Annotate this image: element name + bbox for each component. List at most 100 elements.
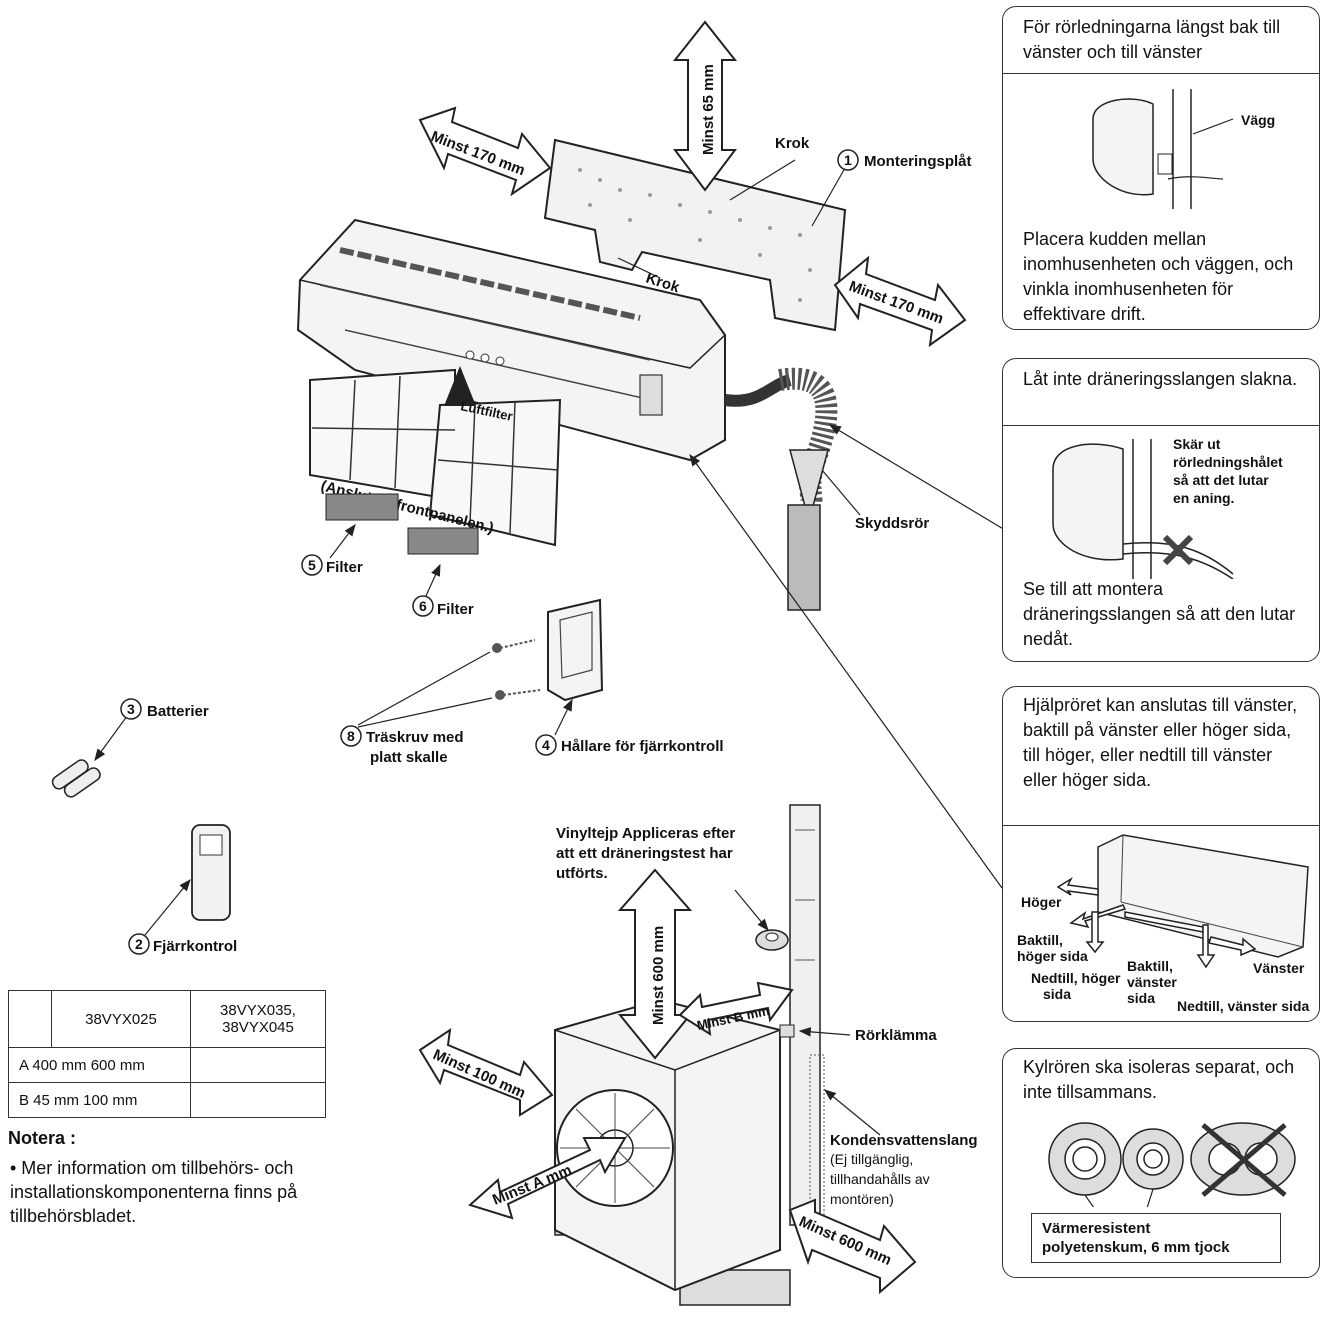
- rorklamma-label: Rörklämma: [855, 1027, 937, 1044]
- panel2-instructions: Se till att montera dräneringsslangen så…: [1023, 579, 1296, 649]
- krok-top-label: Krok: [775, 135, 810, 152]
- filter5-label: Filter: [326, 559, 363, 576]
- air-filters: [309, 368, 562, 547]
- vinyl-label-2: att ett dräneringstest har: [556, 845, 733, 862]
- remote-holder: [547, 598, 604, 702]
- num8-circle: [340, 725, 362, 747]
- num4: 4: [542, 737, 550, 753]
- min65-text: Minst 65 mm: [700, 64, 717, 155]
- panel3-baktill-vanster-2: vänster: [1127, 974, 1177, 990]
- kondens-sub-3: montören): [830, 1191, 894, 1207]
- panel-pipe-insulation: Kylrören ska isoleras separat, och inte …: [1002, 1048, 1320, 1278]
- note-title: Notera :: [8, 1128, 77, 1148]
- table-col1: 38VYX025: [51, 990, 191, 1048]
- vinyl-label-1: Vinyltejp Appliceras efter: [556, 825, 735, 842]
- kondens-leader: [824, 1089, 881, 1136]
- traskruv-label-1: Träskruv med: [366, 729, 464, 746]
- table-col2-line1: 38VYX035,: [220, 1002, 296, 1019]
- min600-right-arrow: [788, 1198, 917, 1295]
- panel3-divider: [1003, 825, 1319, 826]
- filter5-shape: [325, 493, 399, 521]
- filter5-leader: [329, 524, 356, 559]
- holder-leader: [554, 698, 573, 736]
- panel4-material-box: Värmeresistent polyetenskum, 6 mm tjock: [1031, 1213, 1281, 1263]
- panel-drain-hose: Låt inte dräneringsslangen slakna. Skär …: [1002, 358, 1320, 662]
- fjarrkontrol-label: Fjärrkontrol: [153, 938, 237, 955]
- leader-panel2: [828, 424, 1006, 531]
- table-row-b-empty: [190, 1082, 326, 1118]
- indoor-unit: [296, 218, 726, 462]
- kondens-sub-1: (Ej tillgänglig,: [830, 1151, 913, 1167]
- table-col2-line2: 38VYX045: [222, 1019, 294, 1036]
- screw-leader-2: [357, 697, 493, 728]
- vinyl-label-3: utförts.: [556, 865, 608, 882]
- num1: 1: [844, 152, 852, 168]
- filter6-leader: [424, 563, 441, 599]
- table-row-a-empty: [190, 1047, 326, 1083]
- num8: 8: [347, 728, 355, 744]
- panel2-heading: Låt inte dräneringsslangen slakna.: [1023, 369, 1298, 389]
- batteries: [51, 759, 101, 798]
- panel-rear-left-piping: För rörledningarna längst bak till vänst…: [1002, 6, 1320, 330]
- panel1-illustration: [1092, 89, 1234, 209]
- num2-circle: [128, 933, 150, 955]
- battery-leader: [94, 711, 131, 761]
- batterier-label: Batterier: [147, 703, 209, 720]
- min65-arrow: [672, 20, 738, 192]
- panel3-illustration: [1056, 834, 1309, 969]
- monteringsplat-label: Monteringsplåt: [864, 153, 972, 170]
- panel1-instructions: Placera kudden mellan inomhusenheten och…: [1023, 229, 1294, 324]
- panel1-vagg-label: Vägg: [1241, 112, 1276, 128]
- panel3-hoger: Höger: [1021, 894, 1062, 910]
- panel4-illustration: [1048, 1122, 1296, 1207]
- hallare-label: Hållare för fjärrkontroll: [561, 738, 724, 755]
- remote-leader: [144, 879, 191, 936]
- num2: 2: [135, 936, 143, 952]
- leader-panel3: [689, 454, 1003, 889]
- num5-circle: [301, 554, 323, 576]
- panel2-cut-1: Skär ut: [1173, 436, 1221, 452]
- skyddsror-leader: [821, 469, 861, 516]
- skyddsror-label: Skyddsrör: [855, 515, 929, 532]
- clearance-table: 38VYX025 38VYX035,38VYX045 A 400 mm 600 …: [8, 990, 326, 1118]
- table-corner: [8, 990, 52, 1048]
- num3-circle: [120, 698, 142, 720]
- panel4-box-1: Värmeresistent: [1042, 1220, 1151, 1237]
- panel4-box-2: polyetenskum, 6 mm tjock: [1042, 1239, 1230, 1256]
- filter6-shape: [407, 527, 479, 555]
- min170-left-arrow: [418, 106, 552, 197]
- panel2-cut-4: en aning.: [1173, 490, 1235, 506]
- panel4-heading: Kylrören ska isoleras separat, och inte …: [1023, 1057, 1295, 1102]
- panel3-nedtill-hoger-1: Nedtill, höger: [1031, 970, 1121, 986]
- traskruv-label-2: platt skalle: [370, 749, 448, 766]
- panel2-illustration: [1052, 439, 1234, 579]
- min170-right-arrow: [833, 255, 967, 348]
- rorklamma-leader: [798, 1027, 851, 1037]
- num1-circle: [837, 149, 859, 171]
- num3: 3: [127, 701, 135, 717]
- krok-leader-top: [729, 159, 796, 201]
- kondens-sub-2: tillhandahålls av: [830, 1171, 930, 1187]
- panel3-baktill-hoger-1: Baktill,: [1017, 932, 1063, 948]
- protective-tube: [724, 367, 838, 611]
- remote-control: [191, 824, 231, 921]
- screws: [492, 639, 541, 700]
- outdoor-pipe: [779, 804, 825, 1226]
- table-row-b: B 45 mm 100 mm: [8, 1082, 191, 1118]
- num5: 5: [308, 557, 316, 573]
- min600-top-text: Minst 600 mm: [650, 926, 667, 1025]
- panel3-baktill-hoger-2: höger sida: [1017, 948, 1088, 964]
- kondens-label: Kondensvattenslang: [830, 1132, 978, 1149]
- panel2-divider: [1003, 425, 1319, 426]
- panel-aux-pipe-directions: Hjälpröret kan anslutas till vänster, ba…: [1002, 686, 1320, 1022]
- num6-circle: [412, 595, 434, 617]
- panel2-cut-2: rörledningshålet: [1173, 454, 1283, 470]
- minA-arrow: [468, 1137, 627, 1220]
- num4-circle: [535, 734, 557, 756]
- panel2-cut-3: så att det lutar: [1173, 472, 1269, 488]
- num6: 6: [419, 598, 427, 614]
- screw-leader-1: [357, 651, 491, 726]
- panel1-divider: [1003, 73, 1319, 74]
- panel3-nedtill-hoger-2: sida: [1043, 986, 1072, 1002]
